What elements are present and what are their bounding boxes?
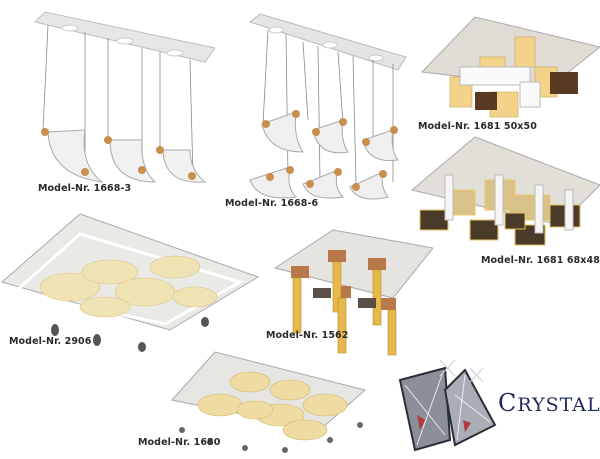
brand-rest: RYSTAL <box>517 394 600 416</box>
model-label: Model-Nr. 1681 68x48 <box>481 255 600 266</box>
brand-initial: C <box>498 389 518 417</box>
model-label: Model-Nr. 1680 <box>138 437 221 448</box>
product-image-1681-68x48 <box>410 135 600 250</box>
model-label: Model-Nr. 1562 <box>266 330 349 341</box>
product-image-1680 <box>170 350 370 455</box>
model-label: Model-Nr. 1668-3 <box>38 183 132 194</box>
product-image-1562 <box>273 228 433 358</box>
product-image-1681-50x50 <box>420 12 600 120</box>
product-image-1668-6 <box>248 12 408 202</box>
model-label: Model-Nr. 1668-6 <box>225 198 319 209</box>
model-label: Model-Nr. 2906 <box>9 336 92 347</box>
model-label: Model-Nr. 1681 50x50 <box>418 121 537 132</box>
crystal-gem-icon <box>395 360 505 455</box>
product-image-1668-3 <box>30 10 215 185</box>
brand-logo: CRYSTAL <box>498 389 600 417</box>
product-image-2906 <box>0 212 262 352</box>
